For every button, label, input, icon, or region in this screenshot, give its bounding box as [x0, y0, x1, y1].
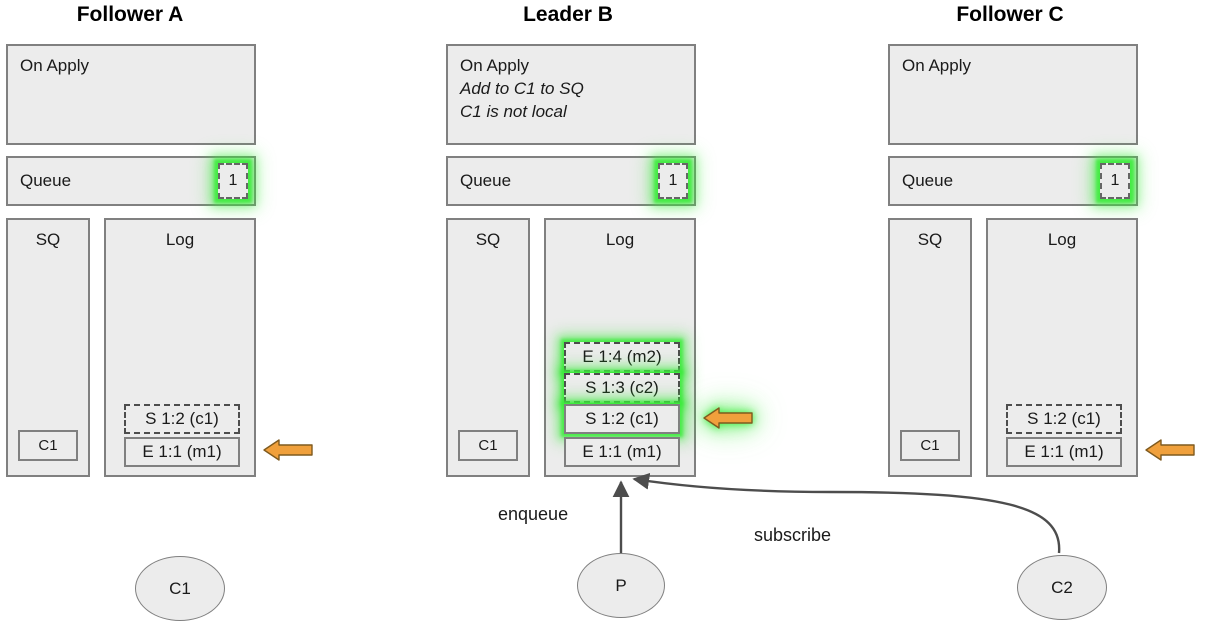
sq-box-follower-a: SQ C1 — [6, 218, 90, 477]
queue-panel-leader-b: Queue 1 — [446, 156, 696, 206]
on-apply-text-follower-a: On Apply — [20, 54, 89, 77]
log-box-follower-c: Log S 1:2 (c1) E 1:1 (m1) — [986, 218, 1138, 477]
queue-panel-follower-a: Queue 1 — [6, 156, 256, 206]
client-node-c2-follower-c: C2 — [1017, 555, 1107, 620]
log-box-leader-b: Log E 1:4 (m2) S 1:3 (c2) S 1:2 (c1) E 1… — [544, 218, 696, 477]
log-title-follower-a: Log — [165, 230, 195, 249]
log-box-follower-a: Log S 1:2 (c1) E 1:1 (m1) — [104, 218, 256, 477]
queue-label-follower-a: Queue — [20, 171, 72, 190]
log-entry-follower-c-0: S 1:2 (c1) — [1006, 404, 1122, 434]
log-entry-leader-b-2: S 1:2 (c1) — [564, 404, 680, 434]
log-entry-leader-b-1: S 1:3 (c2) — [564, 373, 680, 403]
log-entry-follower-a-0: S 1:2 (c1) — [124, 404, 240, 434]
commit-arrow-follower-a — [262, 437, 314, 463]
queue-badge-follower-c: 1 — [1100, 163, 1130, 199]
client-node-p-leader-b: P — [577, 553, 665, 618]
sq-item-follower-c: C1 — [900, 430, 960, 461]
client-node-c1-follower-a: C1 — [135, 556, 225, 621]
log-entry-follower-c-1: E 1:1 (m1) — [1006, 437, 1122, 467]
on-apply-title-follower-a: On Apply — [20, 56, 89, 75]
log-title-follower-c: Log — [1047, 230, 1077, 249]
edge-label-subscribe: subscribe — [754, 525, 832, 545]
on-apply-panel-leader-b: On Apply Add to C1 to SQ C1 is not local — [446, 44, 696, 145]
column-title-leader-b: Leader B — [523, 3, 613, 26]
queue-badge-follower-a: 1 — [218, 163, 248, 199]
queue-label-leader-b: Queue — [460, 171, 512, 190]
edge-subscribe-line — [632, 472, 1061, 554]
queue-panel-follower-c: Queue 1 — [888, 156, 1138, 206]
sq-title-follower-a: SQ — [35, 230, 61, 249]
queue-badge-leader-b: 1 — [658, 163, 688, 199]
sq-box-leader-b: SQ C1 — [446, 218, 530, 477]
on-apply-panel-follower-a: On Apply — [6, 44, 256, 145]
column-title-follower-c: Follower C — [956, 3, 1064, 26]
on-apply-panel-follower-c: On Apply — [888, 44, 1138, 145]
on-apply-note-leader-b-1: C1 is not local — [460, 102, 567, 121]
sq-title-leader-b: SQ — [475, 230, 501, 249]
on-apply-title-leader-b: On Apply — [460, 56, 529, 75]
sq-item-follower-a: C1 — [18, 430, 78, 461]
on-apply-title-follower-c: On Apply — [902, 56, 971, 75]
on-apply-text-leader-b: On Apply Add to C1 to SQ C1 is not local — [460, 54, 584, 123]
commit-arrow-leader-b — [702, 405, 754, 431]
on-apply-note-leader-b-0: Add to C1 to SQ — [460, 79, 584, 98]
log-entry-leader-b-0: E 1:4 (m2) — [564, 342, 680, 372]
sq-box-follower-c: SQ C1 — [888, 218, 972, 477]
on-apply-text-follower-c: On Apply — [902, 54, 971, 77]
sq-title-follower-c: SQ — [917, 230, 943, 249]
column-title-follower-a: Follower A — [76, 3, 184, 26]
sq-item-leader-b: C1 — [458, 430, 518, 461]
commit-arrow-follower-c — [1144, 437, 1196, 463]
edge-label-enqueue: enqueue — [498, 504, 569, 524]
log-title-leader-b: Log — [605, 230, 635, 249]
log-entry-leader-b-3: E 1:1 (m1) — [564, 437, 680, 467]
log-entry-follower-a-1: E 1:1 (m1) — [124, 437, 240, 467]
queue-label-follower-c: Queue — [902, 171, 954, 190]
